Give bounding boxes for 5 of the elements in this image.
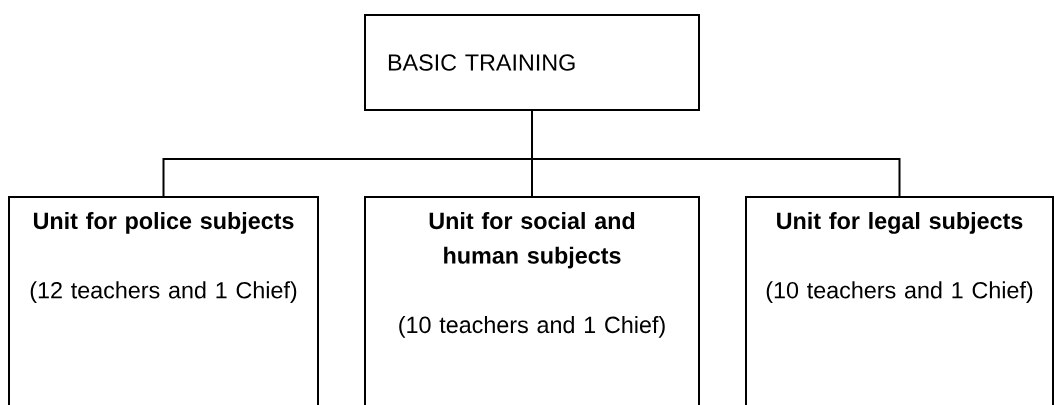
unit-box: Unit for social and human subjects (10 teachers and 1 Chief) xyxy=(364,196,700,405)
process-box: BASIC TRAINING xyxy=(364,14,700,111)
connector-line xyxy=(531,110,901,198)
unit-box: Unit for police subjects (12 teachers and 1 Chief) xyxy=(8,196,319,405)
unit-box: Unit for legal subjects (10 teachers and 1 Chief) xyxy=(745,196,1054,405)
